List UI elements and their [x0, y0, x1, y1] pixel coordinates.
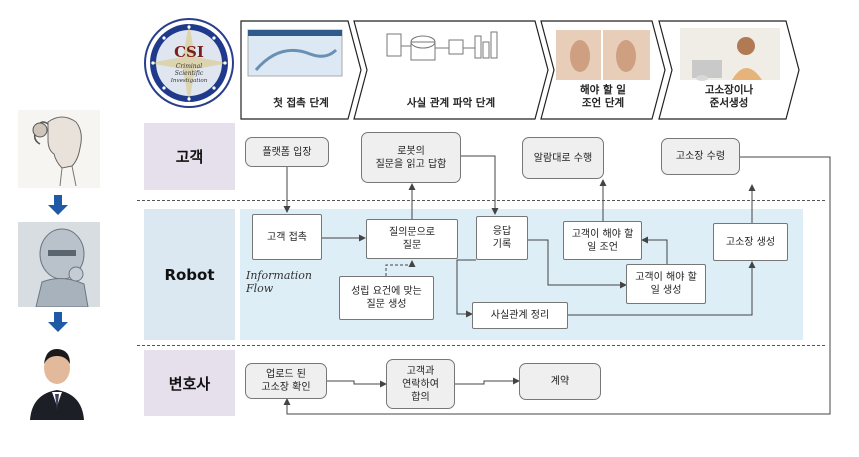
step-label: 고소장이나 준서생성 [704, 84, 754, 109]
data-flow-sketch-image [386, 31, 498, 61]
step-advice: 해야 할 일 조언 단계 [540, 20, 666, 120]
node-robot-answer: 로봇의 질문을 읽고 답함 [361, 132, 461, 183]
logo-line: Scientific [175, 70, 204, 77]
step-label: 해야 할 일 조언 단계 [580, 84, 626, 109]
lane-label-robot: Robot [144, 209, 235, 340]
node-generate-complaint: 고소장 생성 [713, 223, 788, 261]
node-contact-customer: 고객과 연락하여 합의 [386, 359, 455, 409]
lane-divider [137, 200, 825, 201]
node-generate-todo: 고객이 해야 할 일 생성 [626, 264, 706, 304]
lawyer-portrait-image [22, 336, 92, 420]
step-label: 사실 관계 파악 단계 [406, 97, 496, 109]
down-arrow-icon [48, 312, 68, 336]
woman-sketch-image [18, 110, 100, 188]
node-advise-todo: 고객이 해야 할 일 조언 [563, 221, 642, 260]
lane-divider [137, 345, 825, 346]
step-first-contact: 첫 접촉 단계 [240, 20, 362, 120]
website-screenshot-image [247, 29, 343, 77]
logo-line: Investigation [170, 78, 208, 84]
node-generate-questions: 성립 요건에 맞는 질문 생성 [339, 276, 434, 320]
down-arrow-icon [48, 195, 68, 219]
node-platform-entry: 플랫폼 입장 [245, 137, 329, 167]
node-contract: 계약 [519, 363, 601, 400]
logo-line: Criminal [176, 63, 202, 70]
logo-title: CSI [174, 43, 204, 61]
robot-thinking-image [18, 222, 100, 308]
node-receive-complaint: 고소장 수령 [661, 138, 740, 175]
node-review-upload: 업로드 된 고소장 확인 [245, 363, 327, 399]
information-flow-note: Information Flow [246, 269, 313, 295]
node-record-answer: 응답 기록 [476, 216, 528, 260]
step-label: 첫 접촉 단계 [273, 97, 329, 109]
node-follow-advice: 알람대로 수행 [522, 137, 604, 179]
lane-label-lawyer: 변호사 [144, 350, 235, 416]
node-organize-facts: 사실관계 정리 [472, 302, 568, 329]
arrow-contact-to-contract [455, 377, 520, 385]
arrow-answer-to-record [461, 155, 499, 215]
node-ask-questions: 질의문으로 질문 [366, 219, 458, 259]
node-customer-contact: 고객 접촉 [252, 214, 322, 260]
step-complaint: 고소장이나 준서생성 [658, 20, 800, 120]
csi-logo: CSI Criminal Scientific Investigation [143, 17, 235, 109]
step-fact-finding: 사실 관계 파악 단계 [353, 20, 549, 120]
arrow-review-to-contact [327, 380, 387, 388]
lane-label-customer: 고객 [144, 123, 235, 190]
